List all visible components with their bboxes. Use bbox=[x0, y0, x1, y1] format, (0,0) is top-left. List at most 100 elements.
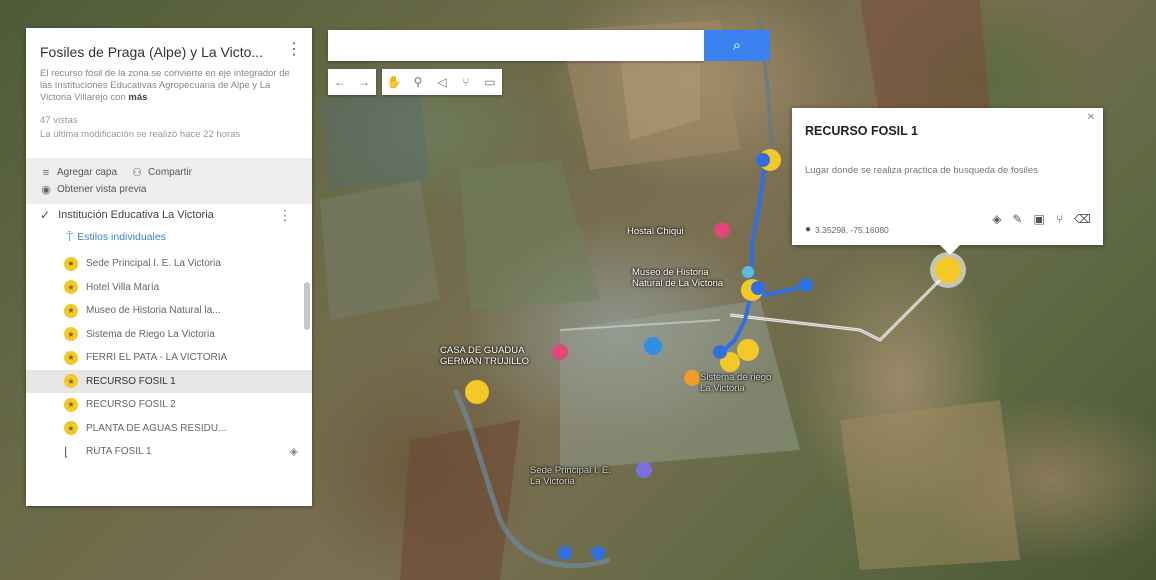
info-actions: ◈ ✎ ▣ ⑂ ⌫ bbox=[981, 212, 1091, 226]
list-item-selected[interactable]: ★ RECURSO FOSIL 1 bbox=[26, 369, 312, 393]
yellow-pin-icon: ★ bbox=[64, 303, 78, 318]
map-pin-recurso-fosil-1[interactable] bbox=[935, 257, 961, 283]
map-details-panel: Fosiles de Praga (Alpe) y La Victo... ⋮ … bbox=[26, 28, 312, 506]
search-input[interactable] bbox=[328, 30, 704, 61]
marker-icon[interactable]: ⚲ bbox=[413, 75, 423, 89]
draw-line-icon[interactable]: ◁ bbox=[437, 75, 447, 89]
map-label-hostal: Hostal Chiqui bbox=[627, 226, 684, 237]
add-layer-label: Agregar capa bbox=[57, 167, 118, 178]
yellow-pin-icon: ★ bbox=[64, 350, 78, 365]
route-point[interactable] bbox=[799, 278, 813, 292]
map-pin-sistema[interactable] bbox=[720, 352, 740, 372]
list-item-label: RUTA FOSIL 1 bbox=[86, 446, 152, 458]
info-window: RECURSO FOSIL 1 ✕ Lugar donde se realiza… bbox=[792, 108, 1103, 255]
list-item[interactable]: ★ Sistema de Riego La Victoria bbox=[26, 323, 312, 347]
delete-icon[interactable]: ⌫ bbox=[1074, 212, 1091, 226]
preview-button[interactable]: ◉ Obtener vista previa bbox=[40, 183, 147, 196]
panel-header: Fosiles de Praga (Alpe) y La Victo... ⋮ … bbox=[26, 28, 312, 150]
search-button[interactable]: ⌕ bbox=[704, 30, 770, 61]
map-pin-hostal[interactable] bbox=[714, 222, 730, 238]
last-modified: La última modificación se realizó hace 2… bbox=[40, 129, 241, 140]
list-item-label: Hotel Villa María bbox=[86, 281, 160, 293]
map-label-sede: Sede Principal I. E. La Victoria bbox=[530, 465, 611, 487]
list-item-label: FERRI EL PATA - LA VICTORIA bbox=[86, 352, 228, 364]
list-item-label: PLANTA DE AGUAS RESIDU... bbox=[86, 422, 227, 434]
share-button[interactable]: ⚇ Compartir bbox=[131, 166, 192, 179]
more-options-icon[interactable]: ⋮ bbox=[286, 41, 302, 58]
yellow-pin-icon: ★ bbox=[64, 374, 78, 389]
map-pin-casa-guadua[interactable] bbox=[552, 344, 568, 360]
map-label-sistema: Sistema de riego La Victoria bbox=[700, 372, 772, 394]
map-pin-orange[interactable] bbox=[684, 370, 700, 386]
list-item[interactable]: ★ FERRI EL PATA - LA VICTORIA bbox=[26, 346, 312, 370]
yellow-pin-icon: ★ bbox=[64, 327, 78, 342]
search-icon: ⌕ bbox=[732, 37, 742, 54]
yellow-pin-icon: ★ bbox=[64, 280, 78, 295]
layers-icon: ≡ bbox=[42, 166, 50, 179]
map-pin-blue[interactable] bbox=[644, 337, 663, 378]
layer-items: ★ Sede Principal I. E. La Victoria ★ Hot… bbox=[26, 252, 312, 464]
list-item[interactable]: ★ Hotel Villa María bbox=[26, 276, 312, 300]
map-description-text: El recurso fósil de la zona se convierte… bbox=[40, 68, 290, 103]
edit-pencil-icon[interactable]: ✎ bbox=[1012, 212, 1023, 226]
edit-tools: ✋ ⚲ ◁ ⑂ ▭ bbox=[382, 69, 502, 95]
map-label-casa-guadua: CASA DE GUADUA GERMAN TRUJILLO bbox=[440, 345, 530, 367]
layer-header[interactable]: ✓ Institución Educativa La Victoria ⋮ bbox=[26, 204, 312, 226]
style-icon[interactable]: ◈ bbox=[992, 212, 1002, 226]
undo-icon[interactable]: ← bbox=[334, 75, 346, 89]
style-bucket-icon[interactable]: ◈ bbox=[289, 446, 298, 459]
map-meta: 47 vistas La última modificación se real… bbox=[40, 114, 300, 142]
info-window-tail bbox=[940, 245, 960, 255]
redo-icon[interactable]: → bbox=[358, 75, 370, 89]
list-item-route[interactable]: ⌊ RUTA FOSIL 1 ◈ bbox=[26, 440, 312, 464]
map-label-museo: Museo de Historia Natural de La Victoria bbox=[632, 267, 724, 289]
list-item-label: Sistema de Riego La Victoria bbox=[86, 328, 215, 340]
layer-options-icon[interactable]: ⋮ bbox=[278, 207, 292, 223]
hand-icon[interactable]: ✋ bbox=[386, 75, 402, 89]
route-point[interactable] bbox=[751, 281, 765, 295]
yellow-pin-icon: ★ bbox=[64, 421, 78, 436]
map-pin-teal[interactable] bbox=[742, 266, 754, 278]
route-line-icon: ⌊ bbox=[64, 444, 69, 459]
list-item[interactable]: ★ RECURSO FOSIL 2 bbox=[26, 393, 312, 417]
panel-actions: ≡ Agregar capa ⚇ Compartir ◉ Obtener vis… bbox=[26, 158, 312, 204]
share-label: Compartir bbox=[148, 167, 192, 178]
map-pin-sede[interactable] bbox=[737, 339, 759, 361]
list-item-label: RECURSO FOSIL 2 bbox=[86, 399, 176, 411]
route-point[interactable] bbox=[756, 153, 770, 167]
close-icon[interactable]: ✕ bbox=[1086, 112, 1095, 123]
styles-link-label: Estilos individuales bbox=[77, 231, 166, 243]
add-layer-button[interactable]: ≡ Agregar capa bbox=[40, 167, 117, 179]
camera-icon[interactable]: ▣ bbox=[1033, 212, 1045, 226]
yellow-pin-icon: ★ bbox=[64, 397, 78, 412]
panel-scrollbar[interactable] bbox=[304, 282, 310, 330]
route-point[interactable] bbox=[591, 546, 605, 560]
info-title: RECURSO FOSIL 1 bbox=[805, 124, 918, 138]
ruler-icon[interactable]: ▭ bbox=[484, 75, 496, 89]
individual-styles-link[interactable]: ⍑ Estilos individuales bbox=[26, 226, 312, 248]
map-description: El recurso fósil de la zona se convierte… bbox=[40, 68, 300, 104]
more-link[interactable]: más bbox=[128, 92, 148, 103]
list-item[interactable]: ★ Museo de Historia Natural la... bbox=[26, 299, 312, 323]
list-item-label: Museo de Historia Natural la... bbox=[86, 305, 221, 317]
map-pin-casa[interactable] bbox=[465, 380, 489, 404]
layer-name[interactable]: Institución Educativa La Victoria bbox=[58, 209, 214, 221]
route-point[interactable] bbox=[713, 345, 727, 359]
list-item[interactable]: ★ Sede Principal I. E. La Victoria bbox=[26, 252, 312, 276]
list-item[interactable]: ★ PLANTA DE AGUAS RESIDU... bbox=[26, 417, 312, 441]
location-pin-icon: ● bbox=[805, 224, 812, 235]
map-title[interactable]: Fosiles de Praga (Alpe) y La Victo... bbox=[40, 44, 264, 60]
directions-icon[interactable]: ⑂ bbox=[1055, 212, 1064, 226]
yellow-pin-icon: ★ bbox=[64, 256, 78, 271]
route-icon[interactable]: ⑂ bbox=[462, 75, 470, 89]
route-point[interactable] bbox=[558, 546, 572, 560]
map-pin-purple[interactable] bbox=[636, 462, 652, 478]
coordinates-text: 3.35298, -75.16080 bbox=[815, 224, 889, 235]
eye-icon: ◉ bbox=[41, 184, 51, 196]
checkmark-icon[interactable]: ✓ bbox=[40, 208, 51, 222]
paint-roller-icon: ⍑ bbox=[66, 229, 74, 244]
preview-label: Obtener vista previa bbox=[57, 184, 147, 195]
history-tools: ← → bbox=[328, 69, 376, 95]
info-coordinates: ● 3.35298, -75.16080 bbox=[805, 224, 889, 235]
